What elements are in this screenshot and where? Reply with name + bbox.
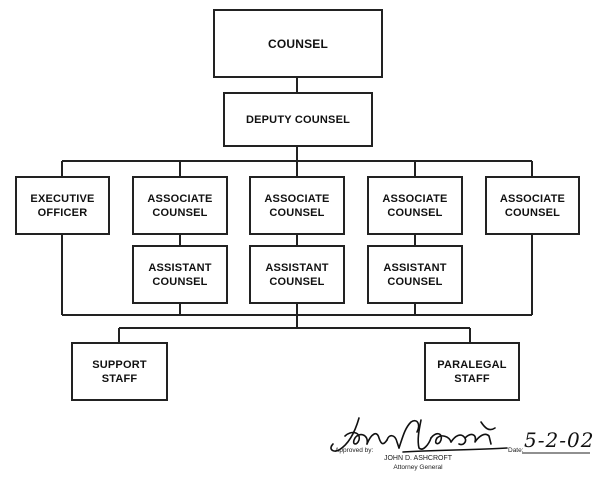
associate-counsel-3-label-line-1: ASSOCIATE: [382, 192, 448, 205]
assistant-counsel-3-label-line-1: ASSISTANT: [383, 261, 447, 274]
associate-counsel-1-label-line-1: ASSOCIATE: [147, 192, 213, 205]
assistant-counsel-1-label-line-2: COUNSEL: [152, 275, 208, 288]
assistant-counsel-2-label-line-1: ASSISTANT: [265, 261, 329, 274]
associate-counsel-box-2: ASSOCIATE COUNSEL: [249, 176, 345, 235]
associate-counsel-1-label-line-2: COUNSEL: [152, 206, 208, 219]
counsel-box: COUNSEL: [213, 9, 383, 78]
associate-counsel-2-label-line-1: ASSOCIATE: [264, 192, 330, 205]
executive-officer-label-line-1: EXECUTIVE: [30, 192, 95, 205]
signature-image: [330, 417, 508, 453]
assistant-counsel-1-label-line-1: ASSISTANT: [148, 261, 212, 274]
assistant-counsel-box-3: ASSISTANT COUNSEL: [367, 245, 463, 304]
date-value: 5-2-02: [524, 428, 595, 452]
counsel-label-line-1: COUNSEL: [267, 36, 329, 51]
associate-counsel-3-label-line-2: COUNSEL: [387, 206, 443, 219]
associate-counsel-box-4: ASSOCIATE COUNSEL: [485, 176, 580, 235]
deputy-counsel-box: DEPUTY COUNSEL: [223, 92, 373, 147]
associate-counsel-4-label-line-2: COUNSEL: [504, 206, 561, 219]
signer-name: JOHN D. ASHCROFT: [383, 455, 453, 462]
executive-officer-box: EXECUTIVE OFFICER: [15, 176, 110, 235]
paralegal-staff-label-line-1: PARALEGAL: [437, 358, 507, 371]
date-underline: [522, 452, 590, 454]
support-staff-box: SUPPORT STAFF: [71, 342, 168, 401]
support-staff-label-line-1: SUPPORT: [92, 358, 147, 371]
assistant-counsel-box-2: ASSISTANT COUNSEL: [249, 245, 345, 304]
paralegal-staff-box: PARALEGAL STAFF: [424, 342, 520, 401]
support-staff-label-line-2: STAFF: [101, 372, 138, 385]
associate-counsel-box-3: ASSOCIATE COUNSEL: [367, 176, 463, 235]
deputy-counsel-label-line-1: DEPUTY COUNSEL: [245, 113, 351, 126]
assistant-counsel-3-label-line-2: COUNSEL: [387, 275, 443, 288]
assistant-counsel-2-label-line-2: COUNSEL: [269, 275, 325, 288]
signer-title: Attorney General: [393, 464, 443, 471]
paralegal-staff-label-line-2: STAFF: [454, 372, 490, 385]
executive-officer-label-line-2: OFFICER: [37, 206, 88, 219]
associate-counsel-box-1: ASSOCIATE COUNSEL: [132, 176, 228, 235]
date-label: Date:: [508, 447, 524, 454]
associate-counsel-4-label-line-1: ASSOCIATE: [499, 192, 566, 205]
assistant-counsel-box-1: ASSISTANT COUNSEL: [132, 245, 228, 304]
associate-counsel-2-label-line-2: COUNSEL: [269, 206, 325, 219]
approved-by-label: Approved by:: [335, 447, 374, 454]
